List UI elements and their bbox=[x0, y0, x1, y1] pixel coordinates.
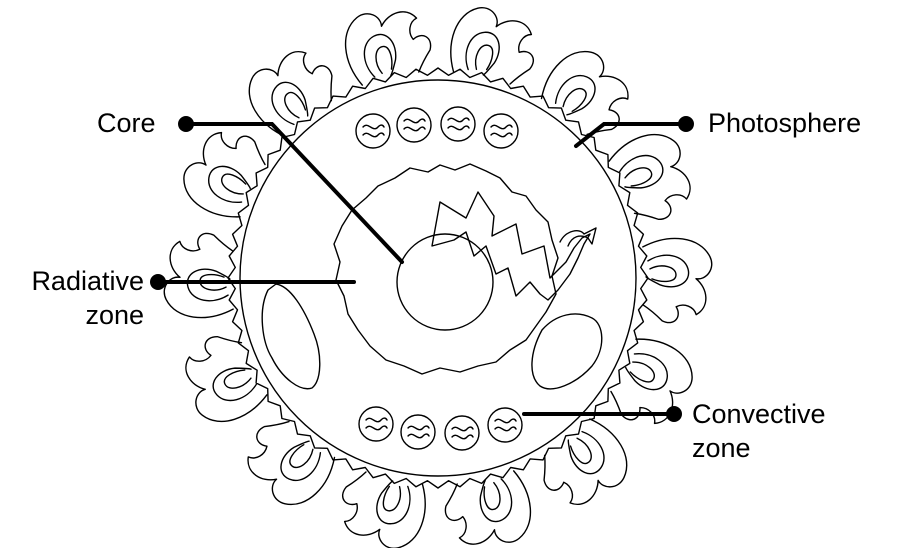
flame-tongue bbox=[440, 469, 538, 548]
photosphere-edge bbox=[228, 68, 648, 488]
flame-tongue bbox=[164, 233, 233, 317]
energy-path-outline bbox=[432, 192, 590, 300]
flame-tongue bbox=[334, 468, 431, 548]
sun-inner-boundary bbox=[240, 80, 636, 476]
convection-blob-right bbox=[532, 314, 602, 389]
convective-leader-dot bbox=[666, 406, 682, 422]
convective-zone-label: Convective zone bbox=[692, 397, 826, 465]
solar-prominences bbox=[164, 1, 712, 548]
flame-tongue bbox=[531, 414, 640, 520]
photosphere-leader-line bbox=[576, 124, 686, 146]
convection-cells-bottom bbox=[359, 407, 522, 450]
core-circle bbox=[397, 234, 493, 330]
radiative-leader-dot bbox=[150, 274, 166, 290]
core-leader-dot bbox=[178, 116, 194, 132]
flame-tongue bbox=[232, 410, 341, 516]
core-leader-line bbox=[186, 124, 402, 262]
flame-tongue bbox=[339, 1, 437, 87]
radiative-zone-boundary bbox=[334, 164, 558, 374]
flame-tongue bbox=[445, 2, 542, 87]
flame-tongue bbox=[535, 39, 644, 145]
convective-zone-label-line1: Convective bbox=[692, 397, 826, 431]
photosphere-label: Photosphere bbox=[708, 106, 861, 140]
radiative-zone-label: Radiative zone bbox=[14, 264, 144, 332]
radiative-zone-label-line1: Radiative bbox=[14, 264, 144, 298]
convection-blob-left bbox=[262, 284, 320, 389]
convection-cells-top bbox=[356, 107, 518, 148]
photosphere-leader-dot bbox=[678, 116, 694, 132]
flame-tongue bbox=[643, 238, 712, 322]
core-label: Core bbox=[97, 106, 156, 140]
radiative-zone-label-line2: zone bbox=[14, 298, 144, 332]
convective-zone-label-line2: zone bbox=[692, 431, 826, 465]
flame-tongue bbox=[237, 36, 346, 142]
